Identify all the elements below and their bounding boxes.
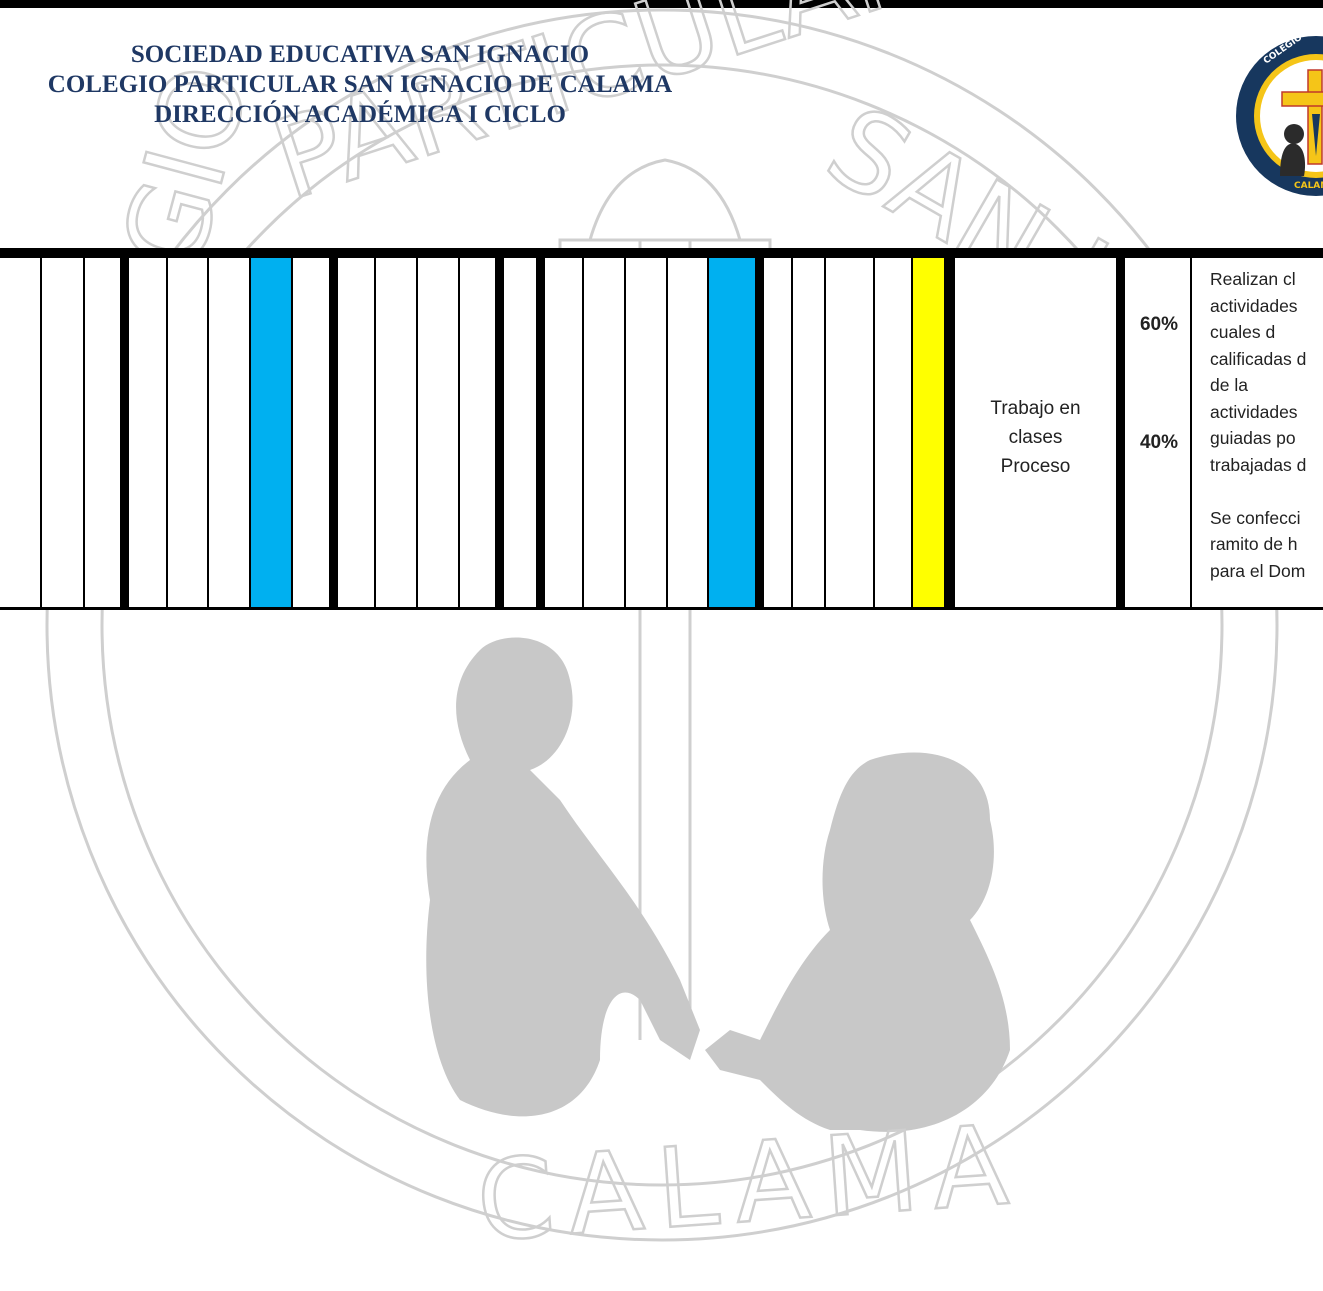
cell-divider — [624, 258, 626, 607]
process-label-line: Proceso — [1000, 456, 1071, 477]
cell-divider — [249, 258, 251, 607]
thick-cell-divider — [1116, 258, 1125, 607]
cell-divider — [873, 258, 875, 607]
cell-divider — [582, 258, 584, 607]
description-line: para el Dom — [1210, 560, 1306, 581]
header-line-1: SOCIEDAD EDUCATIVA SAN IGNACIO — [130, 41, 590, 68]
highlight-cell-blue — [708, 258, 756, 607]
description-line: cuales d — [1210, 322, 1276, 342]
cell-divider — [83, 258, 85, 607]
cell-divider — [1190, 258, 1192, 607]
cell-divider — [666, 258, 668, 607]
evaluation-table-row: Trabajo en clases Proceso 60% 40% Realiz… — [0, 248, 1323, 610]
header-line-3: DIRECCIÓN ACADÉMICA I CICLO — [154, 101, 566, 128]
description-line — [1210, 478, 1323, 505]
activity-description: Realizan cl actividades cuales d calific… — [1210, 266, 1323, 584]
percentage-60: 60% — [1139, 314, 1179, 335]
description-line: actividades — [1210, 401, 1298, 422]
percentage-40: 40% — [1139, 432, 1179, 453]
thick-cell-divider — [946, 258, 955, 607]
watermark-text-bottom: CALAMA — [473, 1100, 1026, 1266]
document-header: SOCIEDAD EDUCATIVA SAN IGNACIO COLEGIO P… — [0, 40, 780, 130]
thick-cell-divider — [536, 258, 545, 607]
school-logo: COLEGIO PARTICULAR CALAMA — [1236, 16, 1323, 196]
highlight-cell-yellow — [912, 258, 945, 607]
description-line: guiadas po — [1210, 428, 1296, 448]
process-label-line: clases — [1008, 427, 1063, 448]
description-line: calificadas d — [1210, 348, 1307, 369]
thick-cell-divider — [755, 258, 764, 607]
cell-divider — [207, 258, 209, 607]
process-label-line: Trabajo en — [990, 398, 1081, 419]
cell-divider — [458, 258, 460, 607]
description-line: actividades — [1210, 295, 1298, 316]
header-line-2: COLEGIO PARTICULAR SAN IGNACIO DE CALAMA — [47, 71, 673, 98]
cell-divider — [944, 258, 946, 607]
cell-divider — [291, 258, 293, 607]
thick-cell-divider — [120, 258, 129, 607]
description-line: ramito de h — [1210, 534, 1298, 554]
cell-divider — [791, 258, 793, 607]
thick-cell-divider — [329, 258, 338, 607]
thick-cell-divider — [495, 258, 504, 607]
description-line: Se confecci — [1210, 507, 1301, 528]
process-label: Trabajo en clases Proceso — [958, 394, 1113, 481]
cell-divider — [166, 258, 168, 607]
cell-divider — [707, 258, 709, 607]
description-line: Realizan cl — [1210, 269, 1296, 289]
cell-divider — [40, 258, 42, 607]
cell-divider — [416, 258, 418, 607]
highlight-cell-blue — [250, 258, 291, 607]
description-line: de la — [1210, 375, 1248, 395]
logo-bottom-text: CALAMA — [1294, 181, 1323, 191]
row-background — [0, 258, 1323, 607]
cell-divider — [374, 258, 376, 607]
description-line: trabajadas d — [1210, 454, 1307, 475]
cell-divider — [911, 258, 913, 607]
cell-divider — [824, 258, 826, 607]
top-rule — [0, 0, 1323, 8]
